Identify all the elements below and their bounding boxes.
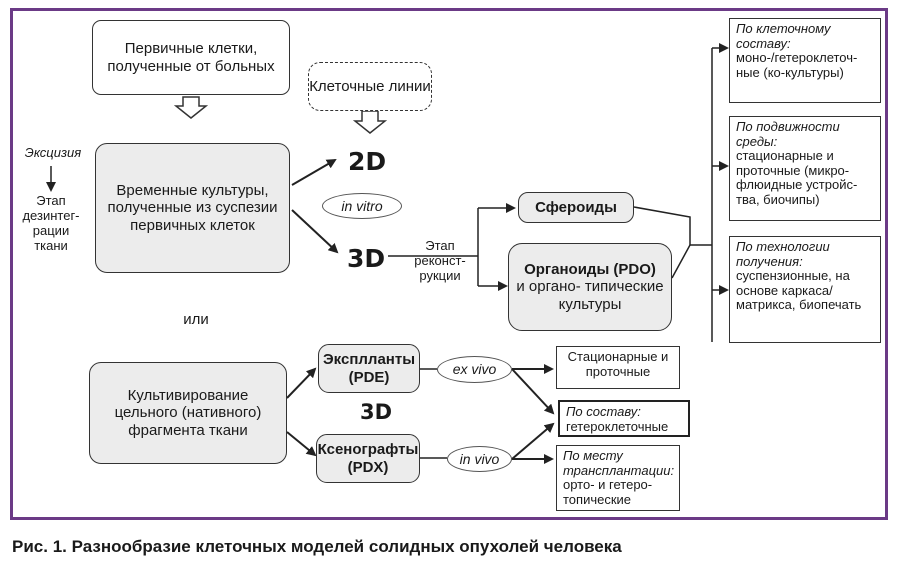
right-box-medium-mobility: По подвижности среды: стационарные и про… bbox=[729, 116, 881, 221]
disintegration-stage-label: Этап дезинтег- рации ткани bbox=[22, 193, 80, 253]
stationary-flow-text: Стационарные и проточные bbox=[567, 349, 669, 379]
arrow-to-3d bbox=[291, 209, 339, 254]
ex-vivo-pill: ex vivo bbox=[437, 356, 512, 383]
or-label: или bbox=[183, 311, 209, 328]
in-vitro-pill: in vitro bbox=[322, 193, 402, 219]
hollow-arrow-primary bbox=[173, 96, 209, 119]
organoids-subtitle: и органо- типические культуры bbox=[516, 278, 664, 313]
organoids-box: Органоиды (PDO) и органо- типические кул… bbox=[508, 243, 672, 331]
primary-cells-box: Первичные клетки, полученные от больных bbox=[92, 20, 290, 95]
temporary-cultures-box: Временные культуры, полученные из суспез… bbox=[95, 143, 290, 273]
line-spheroids-right bbox=[633, 206, 712, 246]
explants-box: Эксплланты (PDE) bbox=[318, 344, 420, 393]
figure-caption: Рис. 1. Разнообразие клеточных моделей с… bbox=[12, 537, 622, 556]
right-box-3-text: суспензионные, на основе каркаса/ матрик… bbox=[736, 268, 862, 313]
hollow-arrow-cell-lines bbox=[352, 110, 388, 134]
right-box-1-heading: По клеточному составу: bbox=[736, 21, 831, 51]
in-vitro-label: in vitro bbox=[341, 197, 383, 214]
composition-text: гетероклеточные bbox=[566, 418, 669, 434]
temporary-cultures-label: Временные культуры, полученные из суспез… bbox=[107, 182, 278, 234]
primary-cells-label: Первичные клетки, полученные от больных bbox=[107, 40, 275, 75]
diagram-frame bbox=[10, 8, 888, 520]
transplant-site-heading: По месту трансплантации: bbox=[563, 448, 675, 478]
spheroids-box: Сфероиды bbox=[518, 192, 634, 223]
arrow-to-explants bbox=[286, 367, 317, 399]
whole-fragment-label: Культивирование цельного (нативного) фра… bbox=[114, 387, 262, 439]
right-box-2-heading: По подвижности среды: bbox=[736, 119, 840, 149]
composition-box: По составу: гетероклеточные bbox=[558, 400, 690, 437]
label-2d: 2D bbox=[348, 147, 387, 176]
right-box-cell-composition: По клеточному составу: моно-/гетероклето… bbox=[729, 18, 881, 103]
composition-heading: По составу: bbox=[566, 404, 641, 419]
line-organoids-right bbox=[671, 244, 691, 279]
excision-label: Эксцизия bbox=[24, 145, 82, 160]
arrow-to-2d bbox=[291, 158, 337, 186]
stationary-flow-box: Стационарные и проточные bbox=[556, 346, 680, 389]
arrow-exvivo-composition bbox=[511, 368, 555, 415]
right-box-2-text: стационарные и проточные (микро- флюидны… bbox=[736, 148, 858, 207]
arrow-to-xenografts bbox=[286, 431, 317, 457]
right-box-technology: По технологии получения: суспензионные, … bbox=[729, 236, 881, 343]
spheroids-label: Сфероиды bbox=[535, 198, 617, 216]
ex-vivo-label: ex vivo bbox=[452, 361, 497, 378]
transplant-site-box: По месту трансплантации: орто- и гетеро-… bbox=[556, 445, 680, 511]
right-box-1-text: моно-/гетероклеточ- ные (ко-культуры) bbox=[736, 50, 858, 80]
whole-fragment-box: Культивирование цельного (нативного) фра… bbox=[89, 362, 287, 464]
label-3d: 3D bbox=[347, 244, 386, 273]
right-box-3-heading: По технологии получения: bbox=[736, 239, 830, 269]
transplant-site-text: орто- и гетеро- топические bbox=[563, 477, 653, 507]
xenografts-label: Ксенографты (PDX) bbox=[317, 441, 419, 476]
in-vivo-label: in vivo bbox=[459, 450, 500, 467]
label-3d-lower: 3D bbox=[360, 400, 393, 424]
xenografts-box: Ксенографты (PDX) bbox=[316, 434, 420, 483]
reconstruction-stage-label: Этап реконст- рукции bbox=[414, 238, 466, 283]
arrow-invivo-composition bbox=[511, 422, 555, 460]
organoids-title: Органоиды (PDO) bbox=[524, 261, 656, 279]
cell-lines-label: Клеточные линии bbox=[309, 77, 431, 95]
in-vivo-pill: in vivo bbox=[447, 446, 512, 472]
explants-label: Эксплланты (PDE) bbox=[323, 351, 415, 386]
cell-lines-box: Клеточные линии bbox=[308, 62, 432, 111]
